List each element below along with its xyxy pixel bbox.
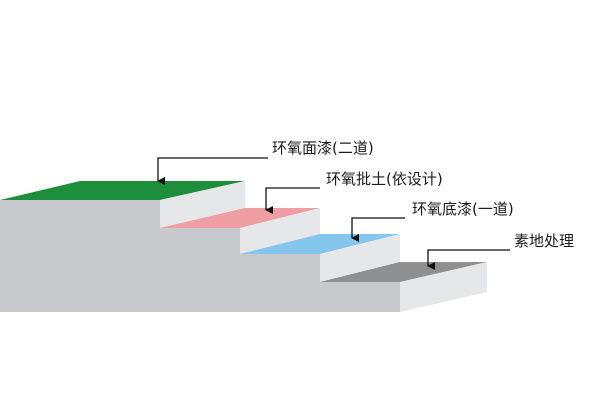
label-primer: 环氧底漆(一道): [412, 200, 514, 218]
layer-front-face: [0, 200, 160, 228]
leader-line-putty: [265, 187, 320, 214]
label-putty: 环氧批土(依设计): [326, 170, 443, 188]
leader-line-primer: [351, 217, 405, 242]
leader-line-substrate: [427, 249, 510, 270]
layer-front-face: [0, 228, 240, 254]
layer-front-face: [0, 282, 400, 312]
layer-side-face: [320, 234, 400, 282]
layer-top-surface: [0, 181, 245, 200]
layer-front-face: [0, 254, 320, 282]
layer-topcoat: [0, 181, 245, 228]
layer-side-face: [400, 262, 487, 312]
layer-side-face: [160, 181, 245, 228]
label-substrate: 素地处理: [514, 232, 575, 250]
leader-line-topcoat: [157, 157, 268, 185]
label-topcoat: 环氧面漆(二道): [272, 139, 374, 157]
layer-side-face: [240, 208, 320, 254]
